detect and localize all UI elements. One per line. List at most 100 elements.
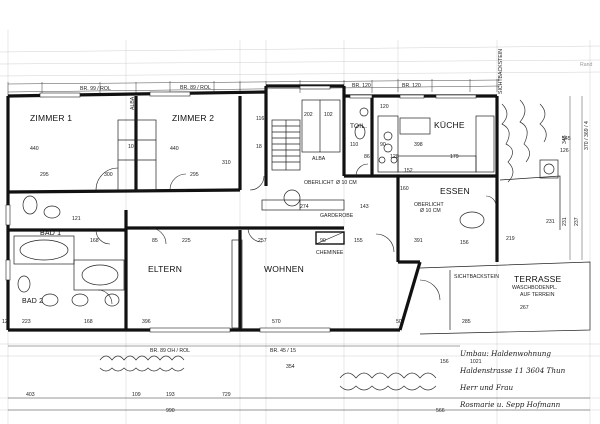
dim-179: 179	[450, 154, 459, 160]
dim-110: 110	[350, 142, 358, 148]
room-labels: ZIMMER 1 ZIMMER 2 TOIL. KÜCHE ESSEN BAD …	[22, 113, 562, 305]
room-bad1: BAD 1	[40, 230, 61, 237]
dim-z1-depth: 440	[30, 146, 39, 152]
room-bad2: BAD 2	[22, 298, 43, 305]
doors	[95, 163, 497, 305]
brh-z2-label: BR. 89 / ROL	[180, 85, 211, 91]
oberlicht2-dim: Ø 10 CM	[420, 208, 441, 214]
brh-bottom1-label: BR. 89 OH / ROL	[150, 348, 190, 354]
room-kueche: KÜCHE	[434, 120, 465, 130]
annotations-small: SICHTBACKSTEIN WASCHBODENPL. AUF TERREIN…	[130, 62, 593, 298]
dim-156b: 156	[440, 359, 449, 365]
dim-155: 155	[354, 238, 363, 244]
dim-1021: 1021	[470, 359, 482, 365]
dim-345: 345	[562, 136, 571, 142]
cupboards	[117, 99, 345, 329]
dim-143: 143	[360, 204, 369, 210]
dim-109: 109	[132, 392, 141, 398]
brh-120b-label: BR. 120	[402, 83, 421, 89]
room-zimmer2: ZIMMER 2	[172, 113, 214, 123]
dim-566: 566	[436, 408, 445, 414]
room-essen: ESSEN	[440, 186, 470, 196]
dim-168: 168	[90, 238, 99, 244]
alba1-label: ALBA	[130, 96, 136, 110]
interior-dimensions: 440 295 300 440 295 310 10 110 116 18 20…	[2, 104, 571, 325]
dim-202: 202	[304, 112, 313, 118]
dim-231r: 231	[562, 217, 568, 226]
room-toil: TOIL.	[350, 123, 367, 130]
garderobe-label: GARDEROBE	[320, 213, 354, 219]
handwritten-annotation: Umbau: Haldenwohnung Haldenstrasse 11 36…	[459, 349, 566, 409]
dim-160: 160	[400, 186, 409, 192]
room-zimmer1: ZIMMER 1	[30, 113, 72, 123]
brh-120a-label: BR. 120	[352, 83, 371, 89]
dim-120: 120	[380, 104, 389, 110]
stair	[271, 119, 301, 171]
dim-391: 391	[414, 238, 423, 244]
annotation-line2: Haldenstrasse 11 3604 Thun	[459, 366, 566, 375]
room-eltern: ELTERN	[148, 264, 182, 274]
dim-570: 570	[272, 319, 281, 325]
auf-terrein-label: AUF TERREIN	[520, 292, 555, 298]
dim-z1-300: 300	[104, 172, 113, 178]
oberlicht1-label: OBERLICHT	[304, 180, 335, 186]
dim-370: 370 / 369 / 4	[584, 121, 590, 150]
room-wohnen: WOHNEN	[264, 264, 304, 274]
oberlicht1-dim: Ø 10 CM	[336, 180, 357, 186]
dim-398: 398	[414, 142, 423, 148]
dim-86: 86	[364, 154, 370, 160]
dim-128: 128	[390, 154, 399, 160]
windows	[5, 85, 477, 333]
sichtbackstein-mid: SICHTBACKSTEIN	[454, 274, 499, 280]
dim-90b: 90	[320, 238, 326, 244]
dim-285: 285	[462, 319, 471, 325]
dim-126: 126	[560, 148, 569, 154]
dim-z2-310: 310	[222, 160, 231, 166]
planting	[99, 99, 547, 391]
corner-text: Rand	[580, 62, 593, 68]
dim-396: 396	[142, 319, 151, 325]
dimension-chain-bottom: 403 990 109 193 729 354 566 156 1021 BR.…	[8, 345, 590, 414]
bath-fixtures	[13, 107, 559, 307]
dim-231: 231	[546, 219, 555, 225]
kitchen-counter	[377, 115, 495, 173]
dim-345r: 345	[562, 135, 568, 144]
dim-152: 152	[404, 168, 413, 174]
dim-z2-depth: 440	[170, 146, 179, 152]
dim-193: 193	[166, 392, 175, 398]
dim-18: 18	[256, 144, 262, 150]
dimension-chain-top: BR. 99 / ROL BR. 89 / ROL BR. 120 BR. 12…	[7, 49, 504, 96]
dim-121: 121	[72, 216, 81, 222]
dim-12: 12	[2, 319, 8, 325]
cheminee-label: CHEMINEE	[316, 250, 344, 256]
dim-237: 237	[574, 217, 580, 226]
dim-50: 50	[396, 319, 402, 325]
dim-267: 267	[520, 305, 529, 311]
dimension-chain-right: 370 / 369 / 4 237 231 345	[562, 96, 590, 260]
annotation-line1: Umbau: Haldenwohnung	[460, 349, 551, 358]
dim-102: 102	[324, 112, 333, 118]
cheminee-symbol	[315, 231, 345, 245]
dim-257: 257	[258, 238, 267, 244]
room-terrasse: TERRASSE	[514, 274, 562, 284]
brh-bottom2-label: BR. 45 / 15	[270, 348, 296, 354]
alba2-label: ALBA	[312, 156, 326, 162]
dim-168b: 168	[84, 319, 93, 325]
dim-274: 274	[300, 204, 309, 210]
dim-116: 116	[256, 116, 264, 122]
dim-z2-width: 295	[190, 172, 199, 178]
dim-729: 729	[222, 392, 231, 398]
brh-head-label: BR. 99 / ROL	[80, 86, 111, 92]
sichtbackstein-top-label: SICHTBACKSTEIN	[498, 49, 504, 94]
annotation-line4: Rosmarie u. Sepp Hofmann	[459, 400, 561, 409]
dim-403: 403	[26, 392, 35, 398]
dim-90: 90	[380, 142, 386, 148]
dim-223: 223	[22, 319, 31, 325]
waschbodenpl-label: WASCHBODENPL.	[512, 285, 557, 291]
oberlicht2-label: OBERLICHT	[414, 202, 445, 208]
dim-354: 354	[286, 364, 295, 370]
dim-225: 225	[182, 238, 191, 244]
dim-990: 990	[166, 408, 175, 414]
dim-10: 10	[128, 144, 134, 150]
